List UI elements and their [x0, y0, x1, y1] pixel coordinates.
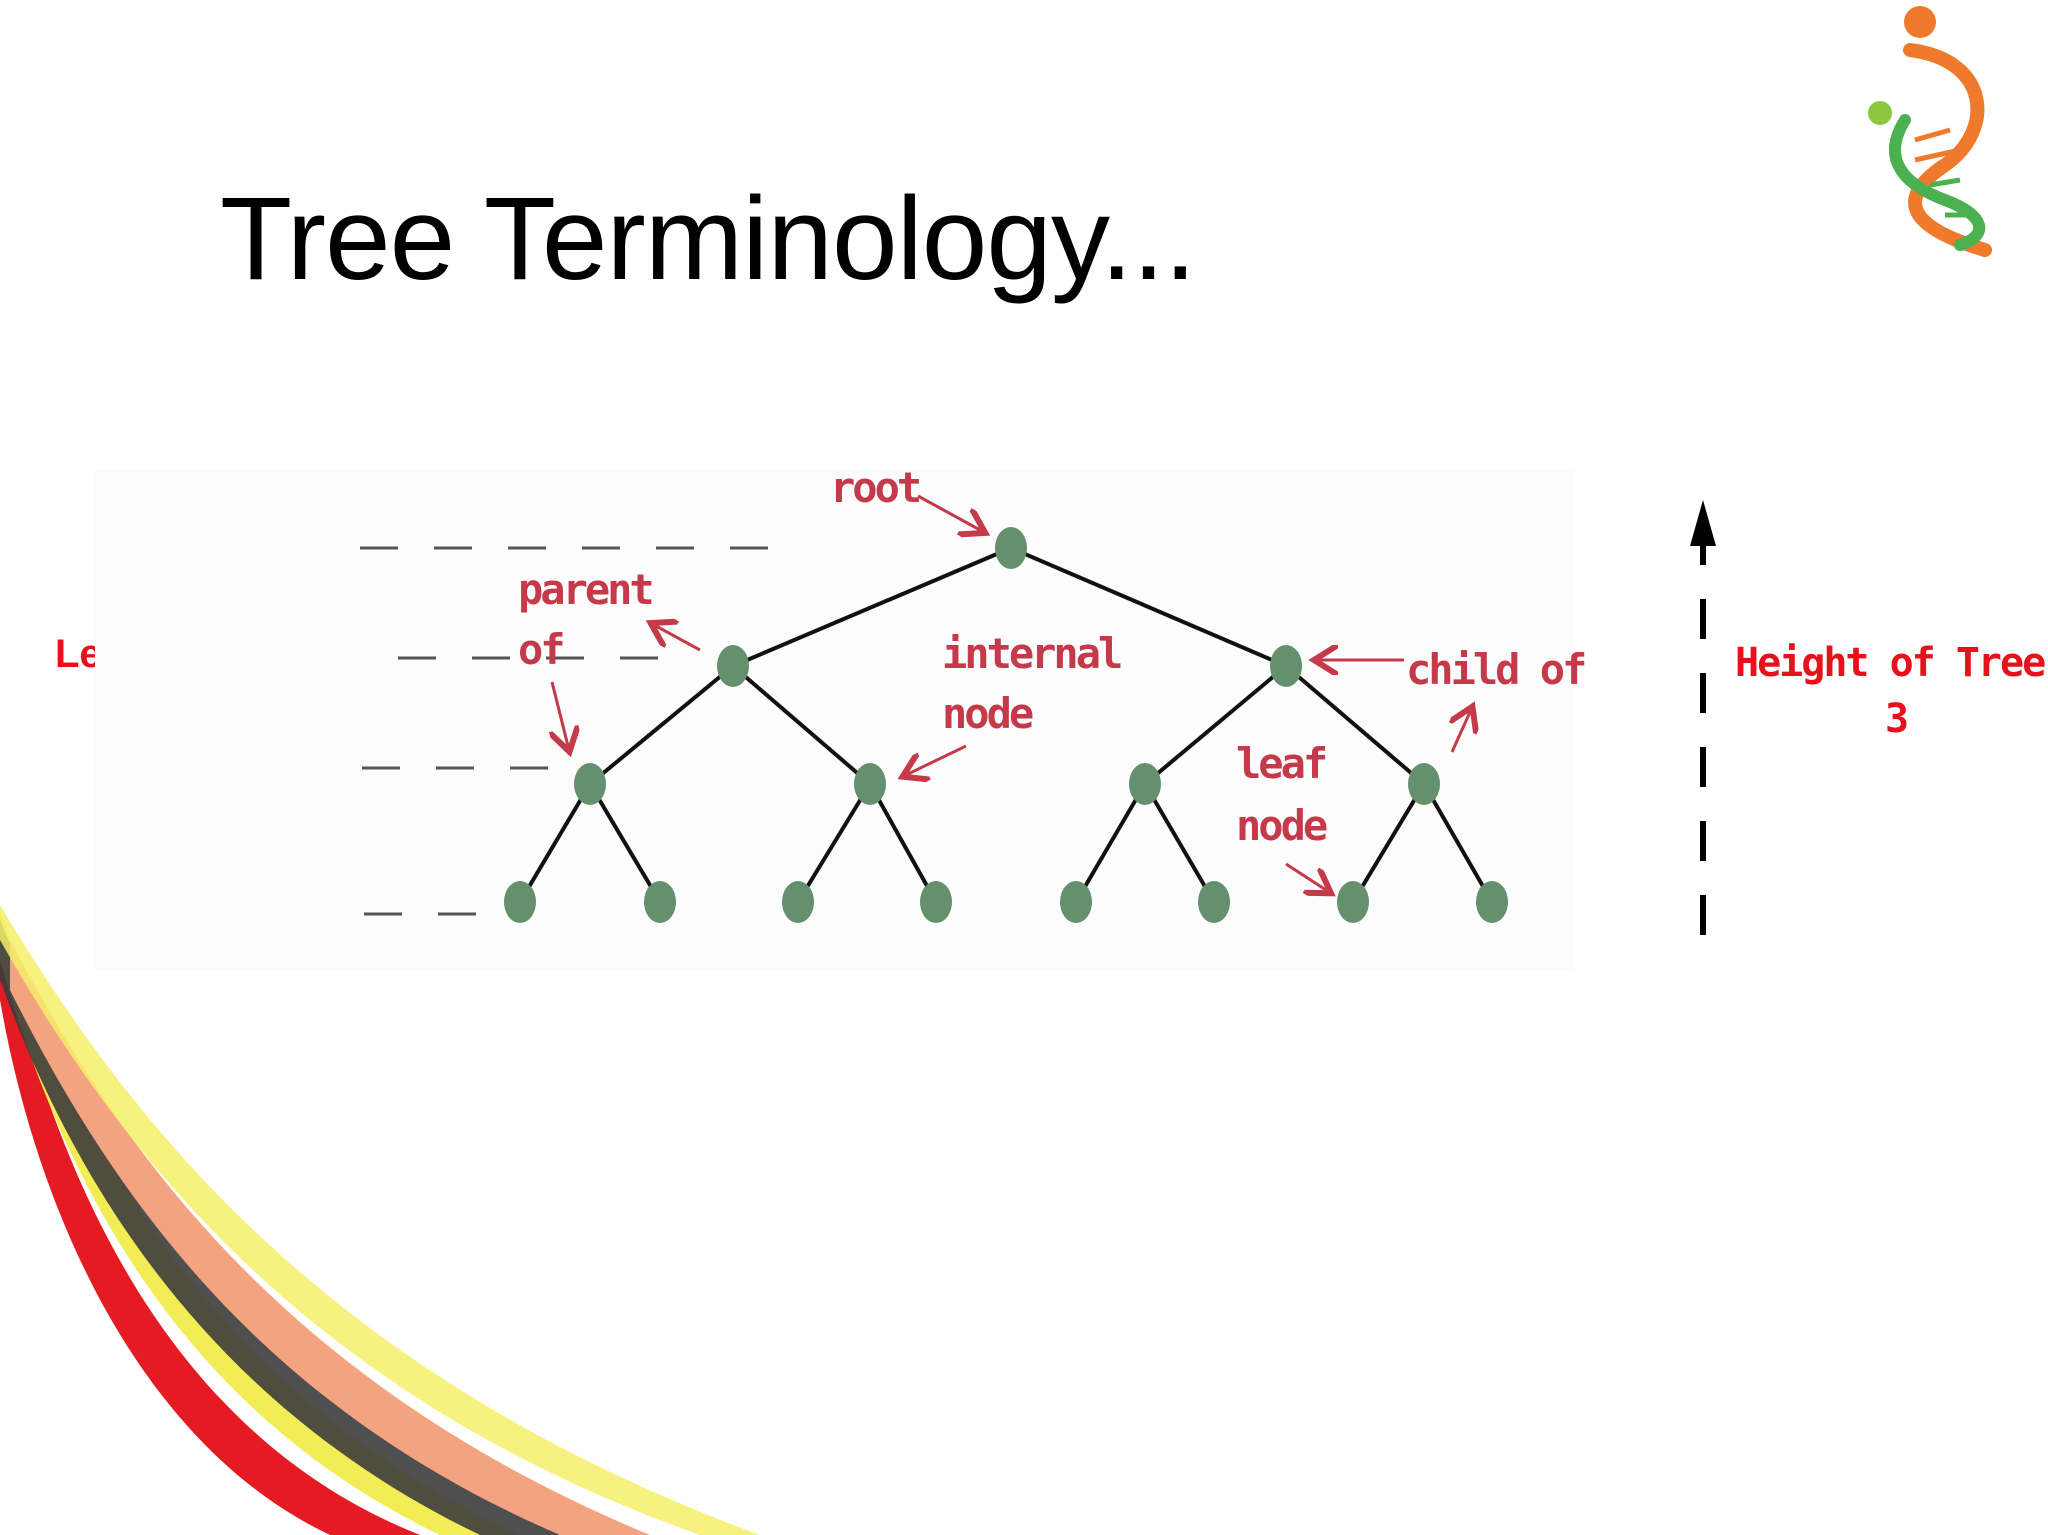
leaf-node-7	[1337, 881, 1369, 923]
height-arrowhead-icon	[1690, 500, 1716, 546]
root-node	[995, 527, 1027, 569]
node-l2-2	[854, 763, 886, 805]
internal-node-annotation: node	[942, 689, 1033, 738]
leaf-node-annotation: node	[1236, 801, 1327, 850]
leaf-node-4	[920, 881, 952, 923]
leaf-node-6	[1198, 881, 1230, 923]
node-l2-3	[1129, 763, 1161, 805]
node-l1-right	[1270, 645, 1302, 687]
parent-annotation: parent	[518, 565, 652, 614]
leaf-node-2	[644, 881, 676, 923]
node-l2-1	[574, 763, 606, 805]
leaf-node-3	[782, 881, 814, 923]
node-l1-left	[717, 645, 749, 687]
leaf-node-1	[504, 881, 536, 923]
child-of-annotation: child of	[1406, 645, 1585, 694]
leaf-annotation: leaf	[1236, 739, 1326, 788]
parent-of-annotation: of	[518, 625, 563, 674]
leaf-node-8	[1476, 881, 1508, 923]
node-l2-4	[1408, 763, 1440, 805]
internal-annotation: internal	[942, 629, 1121, 678]
leaf-node-5	[1060, 881, 1092, 923]
root-annotation: root	[830, 463, 919, 512]
